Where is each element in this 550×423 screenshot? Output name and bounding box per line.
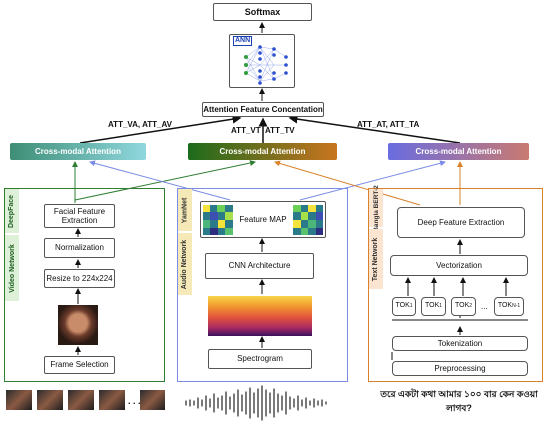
- resize-box: Resize to 224x224: [44, 269, 115, 288]
- softmax-box: Softmax: [213, 3, 312, 21]
- token-subscript: N-1: [512, 302, 521, 309]
- ann-network-icon: [244, 45, 288, 85]
- tokenization-box: Tokenization: [392, 336, 528, 351]
- cross-modal-attention-video-text: Cross-modal Attention: [188, 143, 337, 160]
- video-network-panel: [4, 188, 165, 382]
- token-subscript: 1: [439, 302, 443, 309]
- cross-modal-attention-video-audio: Cross-modal Attention: [10, 143, 146, 160]
- edge-label-vt: ATT_VT: [231, 126, 261, 135]
- cross-modal-label-right: Cross-modal Attention: [415, 146, 502, 156]
- vectorization-label: Vectorization: [436, 260, 482, 270]
- attention-concat-label: Attention Feature Concentation: [203, 104, 323, 114]
- preprocessing-box: Preprocessing: [392, 361, 528, 376]
- frames-ellipsis: . . .: [128, 396, 141, 406]
- frame-thumbnail: [99, 390, 125, 410]
- token-label: TOK: [497, 302, 513, 310]
- token-subscript: 2: [469, 302, 473, 309]
- ann-box: ANN: [229, 34, 295, 88]
- spectrogram-label: Spectrogram: [237, 354, 283, 364]
- yamnet-tab: YamNet: [178, 189, 192, 231]
- cross-modal-label-left: Cross-modal Attention: [35, 146, 121, 156]
- face-image: [58, 305, 98, 345]
- deepface-tab: DeepFace: [5, 189, 19, 233]
- normalization-label: Normalization: [55, 243, 104, 253]
- deep-feature-extraction-box: Deep Feature Extraction: [397, 207, 525, 238]
- cnn-architecture-box: CNN Architecture: [205, 253, 314, 279]
- frame-selection-label: Frame Selection: [50, 360, 109, 370]
- vectorization-box: Vectorization: [390, 255, 528, 276]
- token-label: TOK: [395, 302, 410, 310]
- attention-concat-box: Attention Feature Concentation: [202, 102, 324, 117]
- facial-feature-extraction-box: Facial Feature Extraction: [44, 204, 115, 228]
- text-network-tab: Text Network: [369, 229, 383, 289]
- bangla-bert-tab: Bangla BERT-2: [369, 185, 383, 231]
- bangla-bert-label: Bangla BERT-2: [372, 184, 380, 232]
- softmax-label: Softmax: [244, 6, 281, 17]
- preprocessing-label: Preprocessing: [434, 363, 486, 373]
- text-network-panel: [368, 188, 543, 382]
- frame-selection-box: Frame Selection: [44, 356, 115, 374]
- edge-label-va-av: ATT_VA, ATT_AV: [108, 120, 172, 129]
- frame-thumbnail: [68, 390, 94, 410]
- facial-feature-extraction-label: Facial Feature Extraction: [53, 206, 106, 225]
- spectrogram-box: Spectrogram: [208, 349, 312, 369]
- audio-network-panel: [177, 188, 348, 382]
- deep-feature-extraction-label: Deep Feature Extraction: [417, 217, 505, 227]
- cross-modal-attention-audio-text: Cross-modal Attention: [388, 143, 529, 160]
- normalization-box: Normalization: [44, 238, 115, 258]
- frame-thumbnail: [140, 390, 165, 410]
- frame-thumbnail: [37, 390, 63, 410]
- audio-network-tab: Audio Network: [178, 233, 192, 295]
- text-network-label: Text Network: [372, 237, 380, 281]
- frame-thumbnail: [6, 390, 32, 410]
- cross-modal-label-middle: Cross-modal Attention: [219, 146, 306, 156]
- bangla-input-sentence: তরে একটা কথা আমার ১০০ বার কেন কওয়া লাগব…: [380, 389, 538, 413]
- token-ellipsis: ...: [481, 302, 488, 311]
- ann-label: ANN: [233, 36, 253, 47]
- edge-label-at-ta: ATT_AT, ATT_TA: [357, 120, 420, 129]
- spectrogram-image: [208, 296, 312, 336]
- token-label: TOK: [424, 302, 440, 310]
- video-network-tab: Video Network: [5, 235, 19, 301]
- cnn-architecture-label: CNN Architecture: [228, 261, 291, 271]
- resize-label: Resize to 224x224: [46, 273, 113, 283]
- tokenization-label: Tokenization: [437, 338, 483, 348]
- edge-label-tv: ATT_TV: [265, 126, 295, 135]
- feature-map-label: Feature MAP: [239, 214, 287, 224]
- token-label: TOK: [454, 302, 470, 310]
- token-subscript: 1: [409, 302, 413, 309]
